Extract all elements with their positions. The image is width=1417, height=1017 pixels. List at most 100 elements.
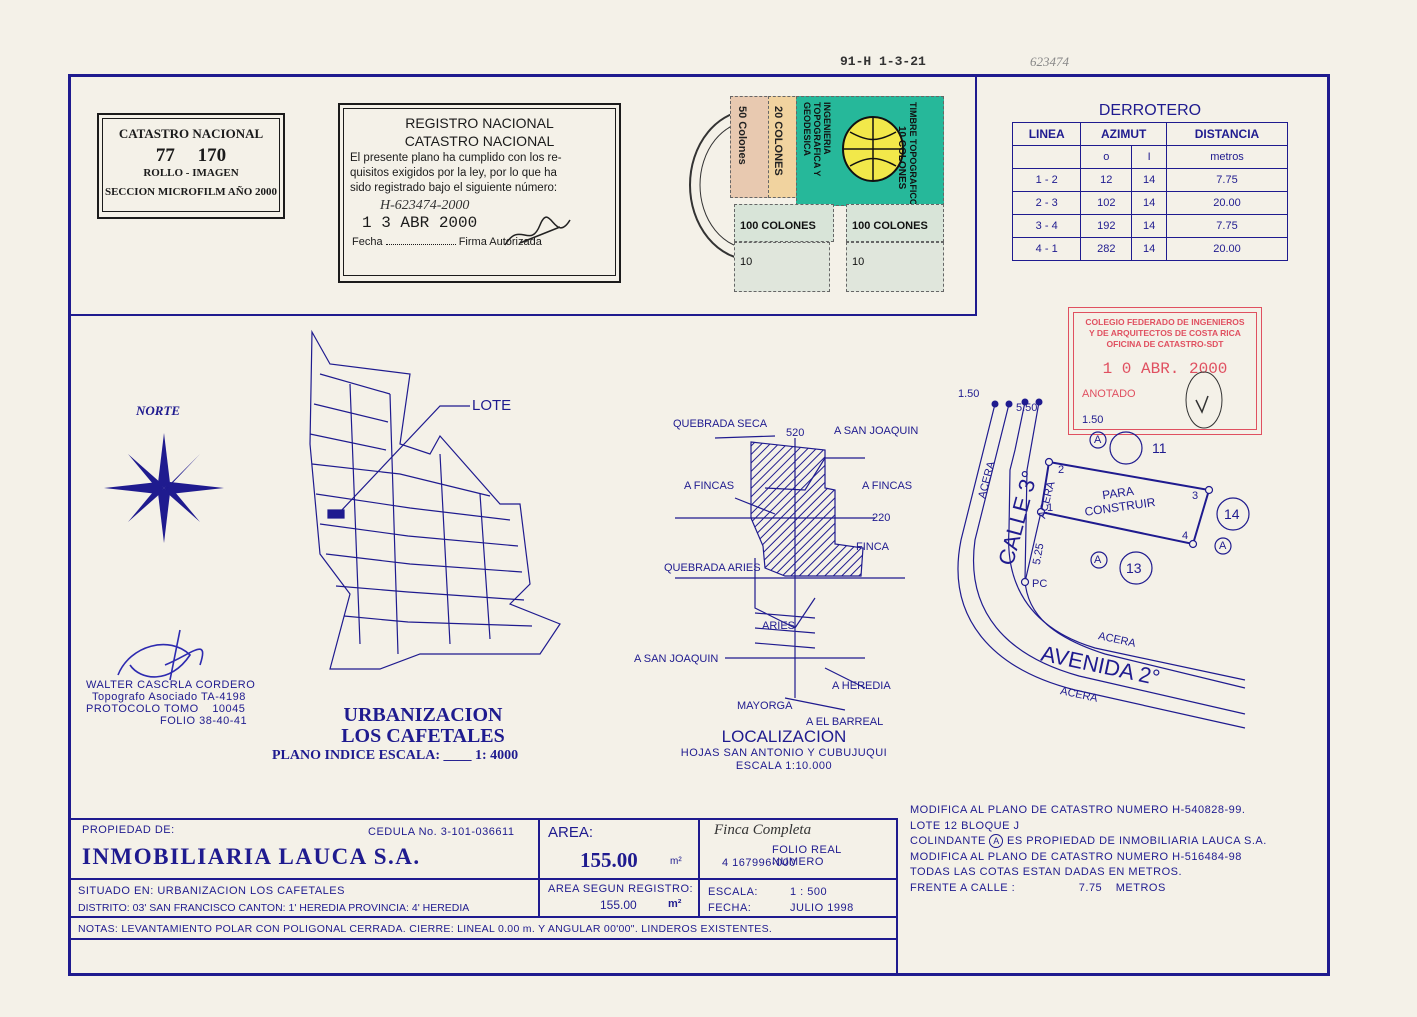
- folio-real-box: Finca Completa FOLIO REAL NUMERO 4 16799…: [698, 818, 898, 880]
- fecha-value: JULIO 1998: [790, 902, 854, 914]
- localizacion-map: [675, 435, 905, 711]
- area-registro-unit: m²: [668, 898, 682, 910]
- catastro-seccion: SECCION MICROFILM AÑO 2000: [104, 186, 278, 198]
- catastro-title: CATASTRO NACIONAL: [118, 126, 264, 141]
- site-point-1: 1: [1047, 502, 1054, 514]
- lote-label: LOTE: [472, 397, 512, 414]
- cell: 2 - 3: [1011, 191, 1082, 215]
- lot-13: 13: [1126, 560, 1142, 576]
- norte-label: NORTE: [136, 403, 181, 418]
- site-pc: PC: [1032, 578, 1048, 590]
- note-line1: MODIFICA AL PLANO DE CATASTRO NUMERO H-5…: [910, 804, 1246, 816]
- situacion-box: SITUADO EN: URBANIZACION LOS CAFETALES D…: [68, 878, 540, 918]
- propiedad-box: PROPIEDAD DE: CEDULA No. 3-101-036611 IN…: [68, 818, 540, 880]
- notas-text: NOTAS: LEVANTAMIENTO POLAR CON POLIGONAL…: [78, 923, 773, 935]
- plan-code: 91-H 1-3-21: [840, 54, 926, 69]
- drawing-frame: [68, 74, 1330, 976]
- distrito-canton-provincia: DISTRITO: 03' SAN FRANCISCO CANTON: 1' H…: [78, 902, 470, 914]
- registro-title1: REGISTRO NACIONAL: [405, 115, 554, 131]
- folio-real-number: 4 167996-000: [722, 857, 796, 869]
- loc-a-el-barreal: A EL BARREAL: [806, 716, 884, 728]
- loc-quebrada-seca: QUEBRADA SECA: [673, 418, 768, 430]
- timbres-group: 50 Colones 20 COLONES INGENIERIA TOPOGRA…: [730, 96, 944, 292]
- registro-text2: quisitos exigidos por la ley, por lo que…: [350, 167, 557, 179]
- timbre-10: 10 COLONES: [896, 126, 907, 190]
- protocolo-label: PROTOCOLO TOMO: [86, 703, 199, 715]
- site-point-2: 2: [1058, 464, 1065, 476]
- colegio-anotado: ANOTADO: [1082, 388, 1136, 400]
- colegio-line3: OFICINA DE CATASTRO-SDT: [1106, 339, 1224, 349]
- loc-220: 220: [872, 512, 891, 524]
- finca-completa-handwritten: Finca Completa: [714, 822, 812, 838]
- cell: 20.00: [1166, 191, 1288, 215]
- site-point-3: 3: [1192, 490, 1199, 502]
- area-value: 155.00: [580, 848, 638, 872]
- derrotero-title: DERROTERO: [1098, 102, 1202, 119]
- catastro-number1: 77: [155, 145, 175, 166]
- topografo-title: Topografo Asociado TA-4198: [92, 691, 246, 703]
- registro-date: 1 3 ABR 2000: [362, 214, 478, 232]
- derrotero-sub: I: [1131, 145, 1167, 169]
- header-divider: [68, 314, 976, 316]
- note-frente-value: 7.75: [1078, 881, 1103, 894]
- right-notes: MODIFICA AL PLANO DE CATASTRO NUMERO H-5…: [910, 803, 1267, 896]
- lot-11: 11: [1152, 440, 1167, 456]
- topografo-name: WALTER CASCRLA CORDERO: [86, 679, 256, 691]
- cell: 14: [1131, 191, 1167, 215]
- topografo-signature: [117, 629, 204, 681]
- timbre-20: 20 COLONES: [772, 106, 784, 176]
- note-frente-unit: METROS: [1115, 881, 1166, 894]
- derrotero-header-distancia: DISTANCIA: [1166, 122, 1288, 146]
- area-registro-box: AREA SEGUN REGISTRO: 155.00 m²: [538, 878, 700, 918]
- initials-scribble: [1185, 371, 1223, 429]
- protocolo-value: 10045: [212, 703, 246, 715]
- escala-value: 1 : 500: [790, 886, 828, 898]
- colindante-a-icon: A: [989, 834, 1004, 848]
- note-colindante: COLINDANTE: [910, 835, 986, 847]
- north-arrow-icon: [104, 433, 224, 543]
- situado-en: SITUADO EN: URBANIZACION LOS CAFETALES: [78, 885, 345, 897]
- timbre-small-10a: 10: [740, 256, 753, 268]
- registro-title2: CATASTRO NACIONAL: [404, 133, 555, 149]
- area-registro-label: AREA SEGUN REGISTRO:: [548, 883, 694, 895]
- site-dim-150b: 1.50: [1082, 414, 1104, 426]
- note-line4: MODIFICA AL PLANO DE CATASTRO NUMERO H-5…: [910, 850, 1242, 863]
- catastro-number2: 170: [197, 145, 227, 166]
- plano-indice-subtitle: PLANO INDICE ESCALA: ____ 1: 4000: [272, 748, 519, 763]
- lot-14: 14: [1224, 506, 1240, 522]
- registro-nacional-stamp: REGISTRO NACIONAL CATASTRO NACIONAL El p…: [338, 103, 621, 283]
- cell: 102: [1080, 191, 1133, 215]
- cell: 192: [1080, 214, 1133, 238]
- loc-520: 520: [786, 427, 805, 439]
- cell: 282: [1080, 237, 1133, 261]
- plan-code-handwritten: 623474: [1030, 54, 1069, 69]
- area-box: AREA: 155.00 m²: [538, 818, 700, 880]
- notas-box: NOTAS: LEVANTAMIENTO POLAR CON POLIGONAL…: [68, 916, 898, 940]
- site-dim-550: 5.50: [1016, 402, 1038, 414]
- loc-a-fincas-left: A FINCAS: [684, 480, 735, 492]
- area-registro-value: 155.00: [600, 898, 637, 912]
- area-unit: m²: [670, 856, 682, 867]
- site-dim-150a: 1.50: [958, 388, 980, 400]
- note-line5: TODAS LAS COTAS ESTAN DADAS EN METROS.: [910, 866, 1183, 878]
- escala-label: ESCALA:: [708, 886, 758, 898]
- colegio-line1: COLEGIO FEDERADO DE INGENIEROS: [1085, 317, 1245, 327]
- cell: 1 - 2: [1011, 168, 1082, 192]
- cell: 20.00: [1166, 237, 1288, 261]
- colindante-a-14: A: [1219, 540, 1227, 552]
- timbre-ingenieria: INGENIERIA TOPOGRAFICA Y GEODESICA: [802, 102, 832, 177]
- plano-indice-map: [309, 329, 561, 670]
- cell: 3 - 4: [1011, 214, 1082, 238]
- catastro-rollo: ROLLO - IMAGEN: [143, 167, 239, 179]
- urbanizacion-title-line2: LOS CAFETALES: [341, 725, 505, 747]
- colindante-a-11: A: [1094, 434, 1102, 446]
- timbre-100a: 100 COLONES: [740, 220, 816, 232]
- cell: 14: [1131, 237, 1167, 261]
- timbre-topografico: TIMBRE TOPOGRAFICO: [908, 102, 918, 206]
- loc-a-heredia: A HEREDIA: [832, 680, 891, 692]
- lote-pointer: [339, 405, 470, 513]
- cell: 14: [1131, 214, 1167, 238]
